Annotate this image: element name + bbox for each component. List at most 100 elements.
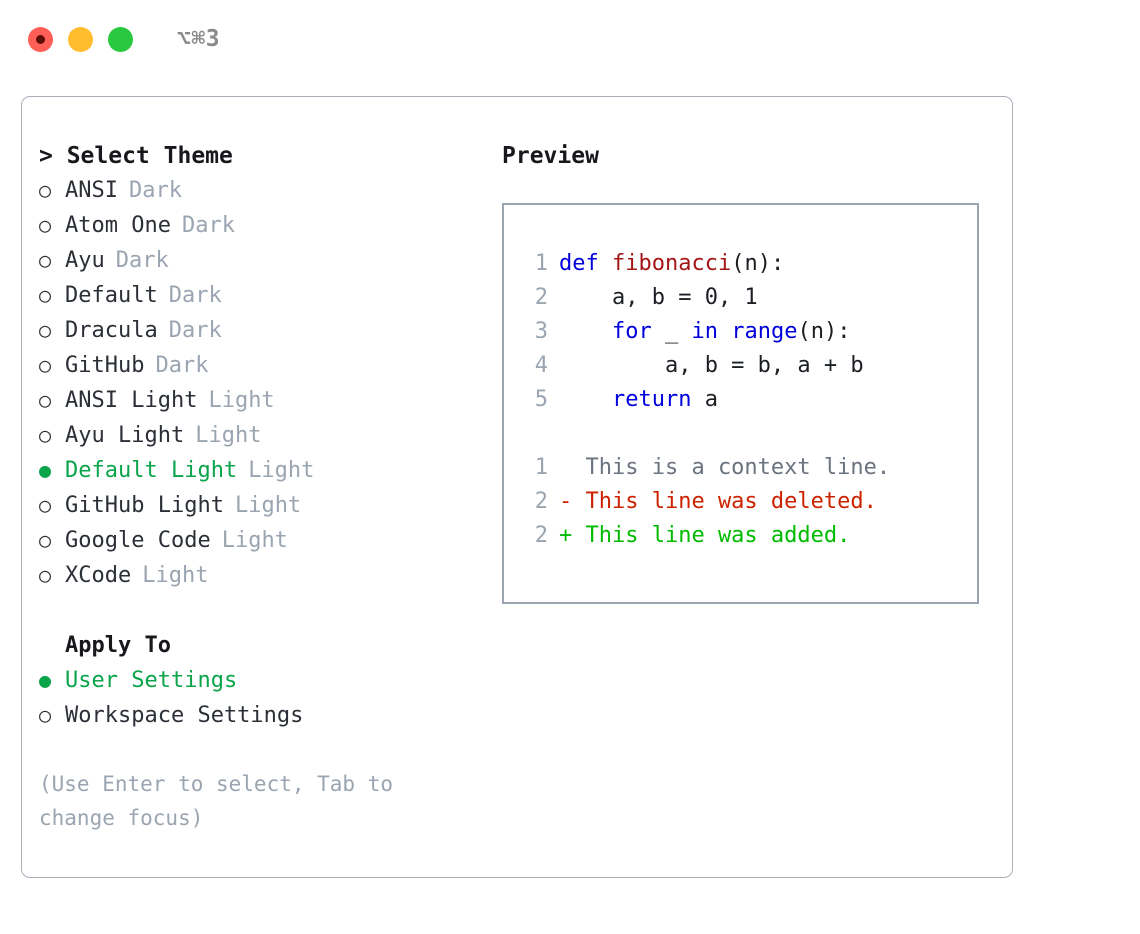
select-theme-header: > Select Theme [39, 143, 233, 169]
radio-unselected-icon: ○ [39, 353, 52, 377]
theme-variant-tag: Light [221, 528, 288, 553]
theme-option-label: Dracula [65, 318, 158, 343]
window-controls [28, 26, 133, 52]
code-token-plain: (n): [731, 251, 785, 276]
theme-option-label: GitHub [65, 353, 145, 378]
theme-variant-tag: Light [195, 423, 262, 448]
theme-option-label: Default [65, 283, 158, 308]
theme-option-label: Ayu Light [65, 423, 185, 448]
diff-line-context: 1 This is a context line. [504, 451, 977, 485]
theme-variant-tag: Light [248, 458, 315, 483]
diff-line-text: This is a context line. [559, 455, 891, 480]
theme-variant-tag: Dark [128, 178, 182, 203]
code-token-plain: a [691, 387, 718, 412]
code-token-kw: range [731, 319, 798, 344]
keyboard-shortcut-label: ⌥⌘3 [177, 26, 221, 52]
preview-title: Preview [502, 143, 599, 169]
theme-option-label: Ayu [65, 248, 105, 273]
theme-option-github[interactable]: ○ GitHub Dark [39, 348, 487, 383]
code-line-number: 1 [534, 251, 548, 276]
diff-line-number: 2 [534, 489, 548, 514]
radio-unselected-icon: ○ [39, 703, 52, 727]
code-token-plain: (n): [797, 319, 851, 344]
diff-block: 1 This is a context line.2- This line wa… [504, 451, 977, 553]
keyboard-hint-line-1: (Use Enter to select, Tab to [39, 772, 394, 796]
code-token-plain [718, 319, 731, 344]
theme-option-label: Default Light [65, 458, 238, 483]
code-token-kw: return [611, 387, 692, 412]
maximize-window-button[interactable] [108, 26, 133, 52]
theme-variant-tag: Light [208, 388, 275, 413]
code-token-plain [559, 319, 612, 344]
code-token-fn: fibonacci [611, 251, 732, 276]
apply-to-option-label: User Settings [65, 668, 238, 693]
code-line: 1 def fibonacci(n): [504, 247, 977, 281]
apply-to-option-label: Workspace Settings [65, 703, 304, 728]
diff-line-number: 2 [534, 523, 548, 548]
radio-unselected-icon: ○ [39, 178, 52, 202]
close-window-button[interactable] [28, 26, 53, 52]
code-token-plain: a, b = b, a + b [559, 353, 864, 378]
theme-option-label: Google Code [65, 528, 211, 553]
code-token-kw: for [611, 319, 652, 344]
diff-line-add: 2+ This line was added. [504, 519, 977, 553]
theme-option-dracula[interactable]: ○ Dracula Dark [39, 313, 487, 348]
code-line-number: 5 [534, 387, 548, 412]
code-line-text: return a [559, 383, 718, 417]
theme-variant-tag: Dark [155, 353, 209, 378]
keyboard-hint-line-2: change focus) [39, 806, 204, 830]
apply-to-option-user-settings[interactable]: ● User Settings [39, 663, 487, 698]
code-line: 2 a, b = 0, 1 [504, 281, 977, 315]
theme-option-label: GitHub Light [65, 493, 224, 518]
code-token-kw: in [691, 319, 718, 344]
title-bar: ⌥⌘3 [0, 0, 1140, 78]
radio-unselected-icon: ○ [39, 213, 52, 237]
code-line: 3 for _ in range(n): [504, 315, 977, 349]
code-diff-spacer [504, 417, 977, 451]
radio-unselected-icon: ○ [39, 318, 52, 342]
apply-to-header: Apply To [65, 633, 171, 658]
diff-line-del: 2- This line was deleted. [504, 485, 977, 519]
theme-variant-tag: Light [234, 493, 302, 518]
theme-option-ayu-light[interactable]: ○ Ayu Light Light [39, 418, 487, 453]
radio-unselected-icon: ○ [39, 528, 52, 552]
radio-unselected-icon: ○ [39, 248, 52, 272]
theme-option-ayu[interactable]: ○ Ayu Dark [39, 243, 487, 278]
radio-unselected-icon: ○ [39, 283, 52, 307]
code-line-text: a, b = b, a + b [559, 349, 864, 383]
radio-unselected-icon: ○ [39, 563, 52, 587]
theme-option-default-light[interactable]: ● Default Light Light [39, 453, 487, 488]
code-token-plain: a, b = 0, 1 [559, 285, 758, 310]
radio-unselected-icon: ○ [39, 388, 52, 412]
code-token-kw: def [559, 251, 612, 276]
theme-option-label: ANSI [65, 178, 118, 203]
theme-option-ansi[interactable]: ○ ANSI Dark [39, 173, 487, 208]
code-line-text: for _ in range(n): [559, 315, 850, 349]
theme-variant-tag: Dark [115, 248, 169, 273]
theme-option-label: Atom One [65, 213, 171, 238]
radio-selected-icon: ● [39, 668, 52, 692]
minimize-window-button[interactable] [68, 26, 93, 52]
radio-selected-icon: ● [39, 458, 52, 482]
theme-option-google-code[interactable]: ○ Google Code Light [39, 523, 487, 558]
code-line-number: 2 [534, 285, 548, 310]
apply-to-option-workspace-settings[interactable]: ○ Workspace Settings [39, 698, 487, 733]
code-token-plain: _ [651, 319, 692, 344]
theme-option-github-light[interactable]: ○ GitHub Light Light [39, 488, 487, 523]
apply-to-option-list[interactable]: ● User Settings ○ Workspace Settings [39, 663, 487, 733]
code-line: 5 return a [504, 383, 977, 417]
radio-unselected-icon: ○ [39, 423, 52, 447]
radio-unselected-icon: ○ [39, 493, 52, 517]
theme-variant-tag: Dark [168, 318, 222, 343]
